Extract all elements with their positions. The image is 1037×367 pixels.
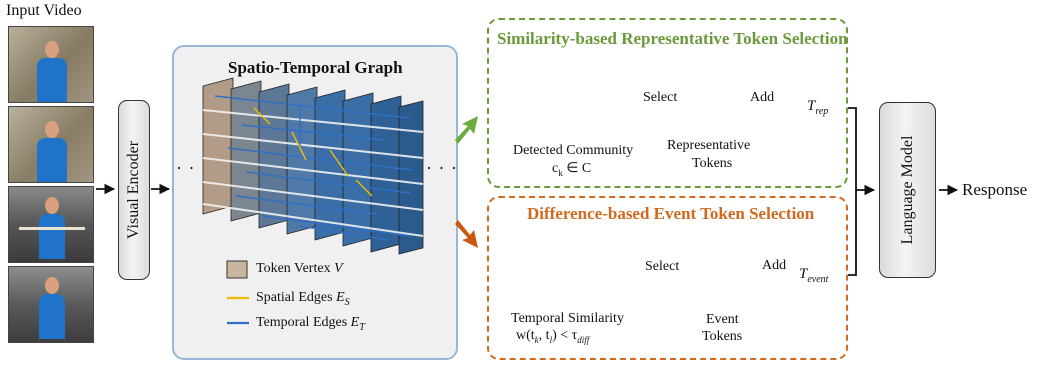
- similarity-selection-panel: [487, 18, 848, 188]
- similarity-add-label: Add: [750, 90, 775, 105]
- token-vertex-icon: [226, 260, 248, 279]
- similarity-title: Similarity-based Representative Token Se…: [497, 29, 848, 48]
- orange-branch-arrow: [455, 220, 478, 248]
- video-frame-1: [8, 26, 94, 103]
- legend-spatial-label: Spatial Edges ES: [256, 290, 350, 308]
- green-branch-arrow: [455, 116, 478, 144]
- input-video-title: Input Video: [6, 2, 82, 19]
- difference-selection-panel: [487, 196, 848, 360]
- language-model-label: Language Model: [898, 135, 916, 245]
- event-label-1: Event: [706, 312, 739, 327]
- video-frame-2: [8, 106, 94, 183]
- representative-label-2: Tokens: [692, 156, 733, 171]
- graph-temporal-edges: [214, 95, 413, 241]
- representative-label-1: Representative: [667, 138, 751, 153]
- language-model-block: Language Model: [879, 102, 936, 278]
- graph-title: Spatio-Temporal Graph: [228, 58, 403, 77]
- visual-encoder-block: Visual Encoder: [118, 100, 150, 280]
- temporal-similarity-label: Temporal Similarity: [511, 311, 624, 326]
- difference-title: Difference-based Event Token Selection: [527, 204, 815, 223]
- merge-bracket: [846, 107, 857, 276]
- detected-community-label: Detected Community: [513, 143, 634, 158]
- response-label: Response: [962, 180, 1028, 199]
- temporal-similarity-formula: w(tk, tl) < τdiff: [516, 328, 590, 345]
- difference-select-label: Select: [645, 259, 680, 274]
- graph-spatial-edges: [253, 107, 373, 197]
- graph-ellipsis-right: · · ·: [426, 158, 458, 178]
- graph-ellipsis-left: · · ·: [176, 158, 208, 178]
- difference-add-label: Add: [762, 258, 787, 273]
- legend-vertex-label: Token Vertex V: [256, 261, 343, 276]
- legend-temporal-label: Temporal Edges ET: [256, 315, 365, 333]
- graph-legend: [226, 260, 249, 325]
- t-rep-output: Trep: [807, 98, 829, 117]
- community-formula: ck ∈ C: [552, 161, 592, 178]
- video-frame-4: [8, 266, 94, 343]
- video-frame-3: [8, 186, 94, 263]
- event-label-2: Tokens: [702, 329, 743, 344]
- graph-frames: [202, 77, 424, 255]
- similarity-select-label: Select: [643, 90, 678, 105]
- t-event-output: Tevent: [799, 266, 829, 285]
